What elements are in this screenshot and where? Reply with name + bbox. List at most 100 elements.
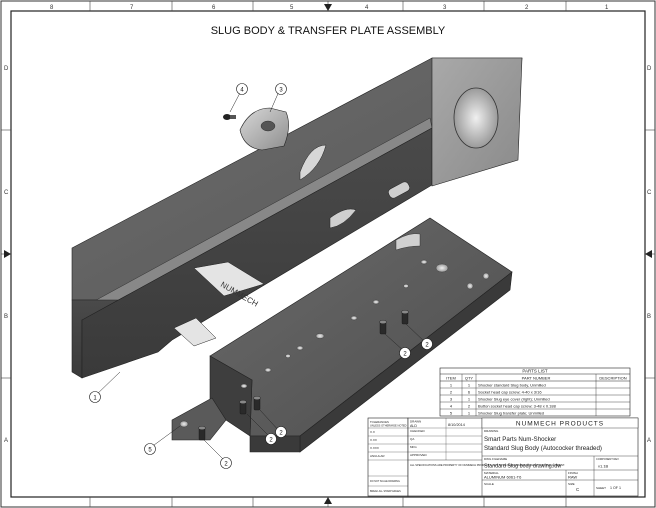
tolerance-line: X.X xyxy=(370,430,375,434)
drawing-title: SLUG BODY & TRANSFER PLATE ASSEMBLY xyxy=(211,25,446,37)
approved-label: APPROVED xyxy=(410,453,428,457)
parts-list-cell: 5 xyxy=(450,411,453,416)
col-label: 7 xyxy=(130,5,134,11)
balloon-item-4: 4 xyxy=(236,83,248,95)
parts-list-cell: 1 xyxy=(468,397,471,402)
col-label: 2 xyxy=(525,5,529,11)
company-name: NUMMECH PRODUCTS xyxy=(516,421,604,428)
dwg-filename: Standard Slug body drawing.idw xyxy=(484,464,561,470)
sheet-value: 1 OF 1 xyxy=(610,486,621,490)
drawing-name-line1: Smart Parts Num-Shocker xyxy=(484,436,556,443)
tolerance-line: UNLESS OTHERWISE NOTED xyxy=(370,424,407,428)
balloon-number: 2 xyxy=(279,431,283,437)
row-label: B xyxy=(4,314,8,320)
parts-list-header: QTY xyxy=(465,376,474,381)
parts-list-cell: 1 xyxy=(468,411,471,416)
parts-list-cell: Button socket head cap screw; 3-48 x 0.1… xyxy=(478,404,557,409)
component-rev-label: COMPONENT REV xyxy=(596,457,619,461)
balloon-number: 1 xyxy=(93,396,97,402)
dwg-file-label: DWG FILENAME xyxy=(484,457,507,461)
parts-list-header: PART NUMBER xyxy=(522,376,551,381)
tolerance-line: BREAK ALL SHARP EDGES xyxy=(370,490,401,493)
notice-text: ALL SPECIFICATIONS ARE PROPERTY OF NUMME… xyxy=(410,463,565,467)
balloon-item-2: 2 xyxy=(399,347,411,359)
col-label: 8 xyxy=(50,5,54,11)
balloon-item-2: 2 xyxy=(265,433,277,445)
drawn-label: DRAWN xyxy=(410,420,421,424)
eye-slot xyxy=(299,144,327,181)
size-value: C xyxy=(576,487,580,492)
parts-list-cell: 2 xyxy=(468,404,471,409)
cap-screws xyxy=(198,310,409,441)
row-label: D xyxy=(4,66,9,72)
parts-list-title: PARTS LIST xyxy=(522,369,548,374)
balloon-item-1: 1 xyxy=(89,391,101,403)
zone-labels: 8 7 6 5 4 3 2 1 D C B A D C B A xyxy=(4,5,652,444)
row-label: C xyxy=(4,190,9,196)
balloon-item-5: 5 xyxy=(144,443,156,455)
balloon-number: 2 xyxy=(403,352,407,358)
balloon-number: 2 xyxy=(269,438,273,444)
drawing-label: DRAWING xyxy=(484,429,499,433)
parts-list-cell: 1 xyxy=(450,383,453,388)
row-label: B xyxy=(647,314,651,320)
row-label: A xyxy=(647,438,651,444)
parts-list-cell: Shocker standard Slug body, Unmilled xyxy=(478,383,546,388)
center-markers xyxy=(4,4,652,504)
parts-list-cell: Socket head cap screw; 4-40 x 3/16 xyxy=(478,390,542,395)
balloon-item-2: 2 xyxy=(275,426,287,438)
balloon-number: 3 xyxy=(279,88,283,94)
parts-list-cell: 6 xyxy=(468,390,471,395)
col-label: 4 xyxy=(365,5,369,11)
row-label: C xyxy=(647,190,652,196)
checked-label: CHECKED xyxy=(410,429,426,433)
col-label: 5 xyxy=(290,5,294,11)
balloon-number: 2 xyxy=(425,343,429,349)
parts-list-header: DESCRIPTION xyxy=(599,376,626,381)
parts-list-cell: 2 xyxy=(450,390,453,395)
material-label: MATERIAL xyxy=(484,471,499,475)
finish-label: FINISH xyxy=(568,471,578,475)
balloon-number: 4 xyxy=(240,88,244,94)
parts-list-cell: Shocker Slug eye cover (right); Unmilled xyxy=(478,397,550,402)
transfer-plate xyxy=(171,217,513,453)
tolerance-line: DO NOT SCALE DRAWING xyxy=(370,480,400,483)
balloon-item-2: 2 xyxy=(421,338,433,350)
title-block: DRAWN ALD 8/10/2014 CHECKED QA MFG APPRO… xyxy=(407,417,639,497)
row-label: D xyxy=(647,66,652,72)
parts-list-header: ITEM xyxy=(446,376,456,381)
material-value: ALUMINUM 6061-T6 xyxy=(484,475,522,480)
col-label: 3 xyxy=(443,5,447,11)
parts-list-cell: 3 xyxy=(450,397,453,402)
component-rev: v1.1B xyxy=(598,464,609,469)
col-label: 6 xyxy=(212,5,216,11)
tolerance-line: X.XX xyxy=(370,438,377,442)
bore-hole xyxy=(453,87,499,149)
balloon-item-3: 3 xyxy=(275,83,287,95)
tolerance-line: X.XXX xyxy=(370,446,379,450)
drawn-date: 8/10/2014 xyxy=(448,423,465,427)
tolerance-line: ANGULAR xyxy=(370,454,385,458)
eye-cover-screw xyxy=(223,114,236,120)
row-label: A xyxy=(4,438,8,444)
drawn-by: ALD xyxy=(410,424,417,428)
tolerance-block: TOLERANCES UNLESS OTHERWISE NOTED X.X X.… xyxy=(367,417,409,497)
tolerance-line: TOLERANCES xyxy=(370,420,389,424)
balloon-number: 2 xyxy=(224,462,228,468)
balloon-number: 5 xyxy=(148,448,152,454)
finish-value: RAW xyxy=(568,475,577,480)
col-label: 1 xyxy=(605,5,609,11)
parts-list-table: PARTS LIST ITEM QTY PART NUMBER DESCRIPT… xyxy=(439,367,631,417)
size-label: SIZE xyxy=(568,482,575,486)
scale-label: SCALE xyxy=(484,482,494,486)
drawing-name-line2: Standard Slug Body (Autococker threaded) xyxy=(484,445,602,452)
sheet-label: SHEET xyxy=(596,486,606,490)
qa-label: QA xyxy=(410,437,414,441)
balloons: 1 3 4 2 2 2 2 5 2 xyxy=(89,83,433,469)
parts-list-cell: Shocker Slug transfer plate; Unmilled xyxy=(478,411,544,416)
eye-cover xyxy=(239,107,289,151)
parts-list-cell: 4 xyxy=(450,404,453,409)
